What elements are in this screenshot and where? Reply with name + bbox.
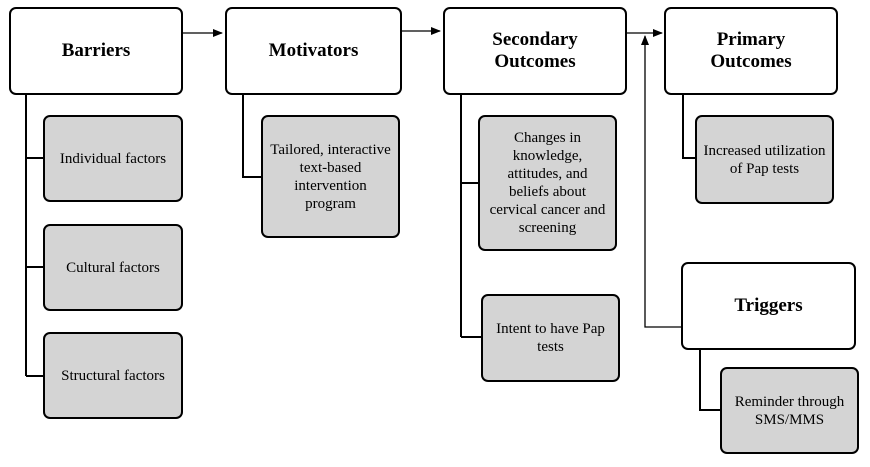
secondary-item-knowledge: Changes in knowledge, attitudes, and bel… <box>478 115 617 251</box>
primary-tree-lines <box>682 95 695 159</box>
barriers-title: Barriers <box>61 40 131 61</box>
barriers-tree-lines <box>25 95 43 377</box>
motivator-item-intervention: Tailored, interactive text-based interve… <box>261 115 400 238</box>
primary-outcomes-title: Primary Outcomes <box>710 29 792 72</box>
secondary-outcomes-title: Secondary Outcomes <box>492 29 578 72</box>
motivators-title: Motivators <box>268 40 359 61</box>
triggers-header: Triggers <box>681 262 856 350</box>
motivators-header: Motivators <box>225 7 402 95</box>
triggers-tree-lines <box>699 350 720 411</box>
secondary-outcomes-header: Secondary Outcomes <box>443 7 627 95</box>
barrier-item-cultural: Cultural factors <box>43 224 183 311</box>
secondary-item-intent: Intent to have Pap tests <box>481 294 620 382</box>
secondary-tree-lines <box>460 95 481 338</box>
motivators-tree-lines <box>242 95 261 178</box>
barriers-header: Barriers <box>9 7 183 95</box>
barrier-item-structural: Structural factors <box>43 332 183 419</box>
triggers-title: Triggers <box>734 295 803 316</box>
primary-item-utilization: Increased utilization of Pap tests <box>695 115 834 204</box>
arrow-triggers-to-primary <box>641 35 681 328</box>
barrier-item-individual: Individual factors <box>43 115 183 202</box>
primary-outcomes-header: Primary Outcomes <box>664 7 838 95</box>
trigger-item-reminder: Reminder through SMS/MMS <box>720 367 859 454</box>
